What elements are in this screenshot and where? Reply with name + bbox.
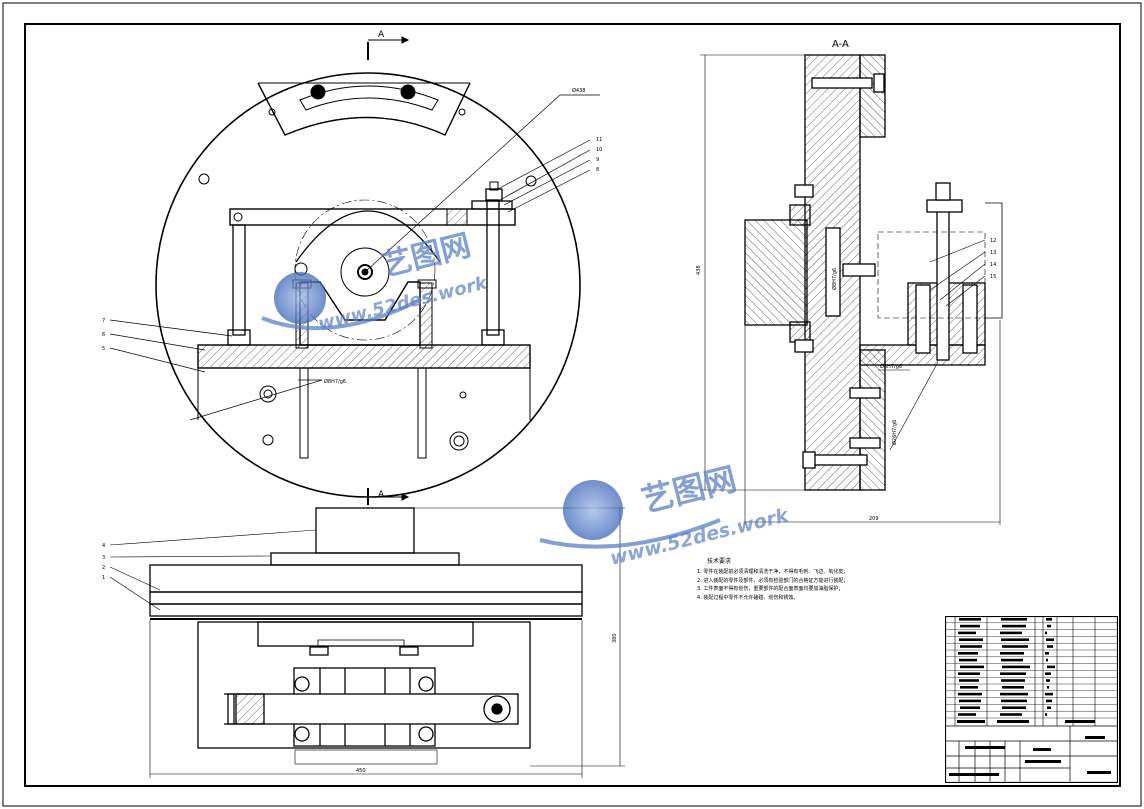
watermark-brand-2: 艺图网	[638, 460, 740, 520]
dim-height-right: 438	[696, 265, 702, 275]
callout-14: 14	[990, 262, 996, 268]
inner-frame	[24, 23, 1121, 787]
callout-6: 6	[102, 332, 105, 338]
callout-13: 13	[990, 250, 996, 256]
section-dims	[700, 54, 1001, 525]
callout-5: 5	[102, 346, 105, 352]
callout-15: 15	[990, 274, 996, 280]
dim-fit-small: Ø26H7/g6	[891, 420, 898, 445]
callout-12: 12	[990, 238, 996, 244]
section-view	[744, 54, 1003, 491]
callout-7: 7	[102, 318, 105, 324]
notes-line-2: 2. 进入装配的零件及部件，必须有检验部门的合格证方能进行装配；	[697, 577, 849, 584]
callout-10: 10	[596, 147, 602, 153]
dim-fit-right: Ø8H7/g6	[880, 363, 902, 370]
section-mark-bottom: A	[378, 490, 385, 500]
notes-title: 技术要求	[707, 558, 732, 565]
callout-4: 4	[102, 543, 105, 549]
title-block-and-bom	[945, 616, 1118, 783]
callout-1: 1	[102, 575, 105, 581]
bottom-view	[149, 507, 583, 765]
front-view	[155, 36, 581, 505]
front-leaders	[109, 94, 600, 421]
notes-line-3: 3. 工件表面不得有划伤，重要部件的配合面表面均要加油脂保护；	[697, 586, 844, 593]
callout-2: 2	[102, 565, 105, 571]
callout-3: 3	[102, 555, 105, 561]
dim-fit-left: Ø8H7/g6	[324, 378, 346, 385]
technical-requirements: 技术要求 1. 零件在装配前必须清理和清洗干净，不得有毛刺、飞边、氧化皮； 2.…	[697, 556, 927, 602]
dim-top-phi: Ø438	[572, 87, 585, 94]
dim-fit-vertical: Ø8H7/g6	[831, 268, 838, 290]
watermark-1	[261, 272, 421, 331]
dim-width-right: 209	[869, 516, 879, 522]
dim-height-bottom: 380	[612, 633, 618, 643]
watermark-url-1: www.52des.work	[316, 272, 490, 335]
section-mark-top: A	[378, 30, 385, 40]
globe-logo-icon	[274, 272, 326, 324]
watermark-2	[539, 480, 721, 549]
callout-9: 9	[596, 157, 599, 163]
callout-11: 11	[596, 137, 602, 143]
globe-logo-icon-2	[563, 480, 623, 540]
callout-8: 8	[596, 167, 599, 173]
notes-line-4: 4. 装配过程中零件不允许磕碰、划伤和锈蚀。	[697, 594, 799, 601]
section-title: A-A	[832, 39, 849, 50]
notes-line-1: 1. 零件在装配前必须清理和清洗干净，不得有毛刺、飞边、氧化皮；	[697, 569, 849, 575]
dim-width-bottom: 450	[356, 768, 366, 774]
bottom-dims	[109, 507, 625, 778]
